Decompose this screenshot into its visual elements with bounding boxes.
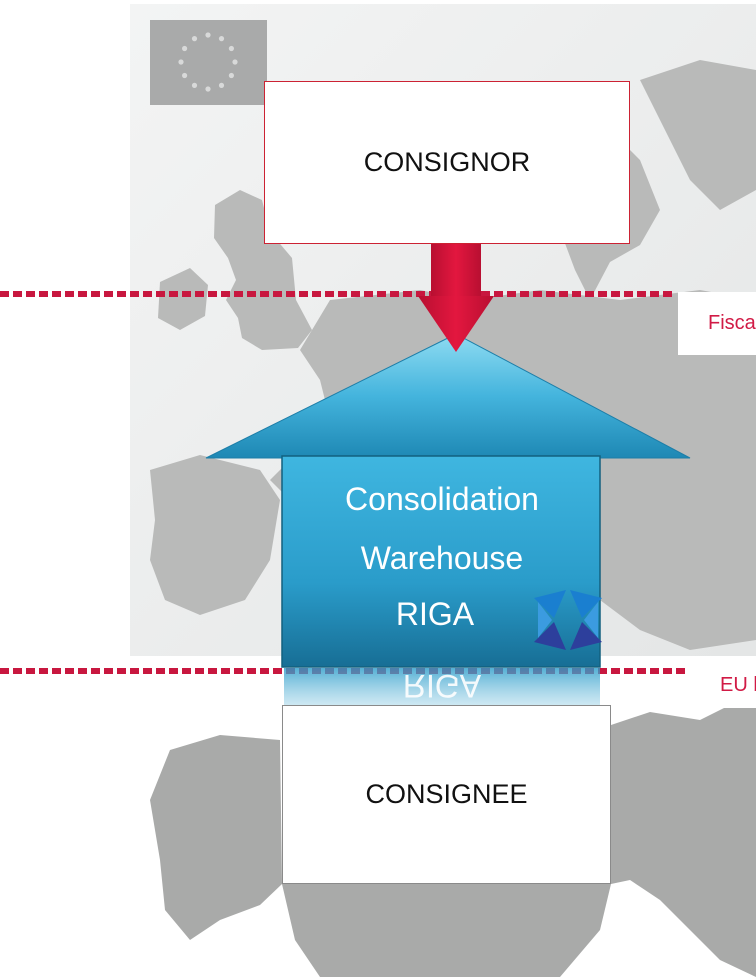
eu-star: [191, 82, 198, 88]
eu-star: [205, 32, 211, 38]
eu-star: [228, 45, 234, 52]
customs-border-label: EU border: [690, 662, 756, 708]
warehouse-title-line2: Warehouse: [360, 540, 524, 576]
consignor-label: CONSIGNOR: [363, 147, 531, 177]
eu-star: [191, 36, 198, 42]
fiscal-border-label: Fiscal border: [678, 292, 756, 355]
company-logo-icon: [534, 590, 602, 650]
eu-star: [218, 82, 225, 88]
warehouse-title-line1: Consolidation: [345, 481, 539, 517]
eu-star: [218, 36, 225, 42]
eu-star: [182, 72, 188, 79]
consignee-box: CONSIGNEE: [282, 705, 611, 884]
consignee-label: CONSIGNEE: [365, 779, 528, 809]
eu-star: [232, 59, 238, 65]
eu-star: [178, 59, 184, 65]
consignor-box: CONSIGNOR: [264, 81, 630, 244]
map-landmasses-lower: [150, 700, 756, 977]
eu-flag-icon: [150, 20, 267, 105]
warehouse-title-line3: RIGA: [395, 596, 475, 632]
eu-star: [228, 72, 234, 79]
eu-star: [205, 86, 211, 92]
warehouse-reflection-text: RIGA: [402, 668, 482, 704]
eu-star: [182, 45, 188, 52]
